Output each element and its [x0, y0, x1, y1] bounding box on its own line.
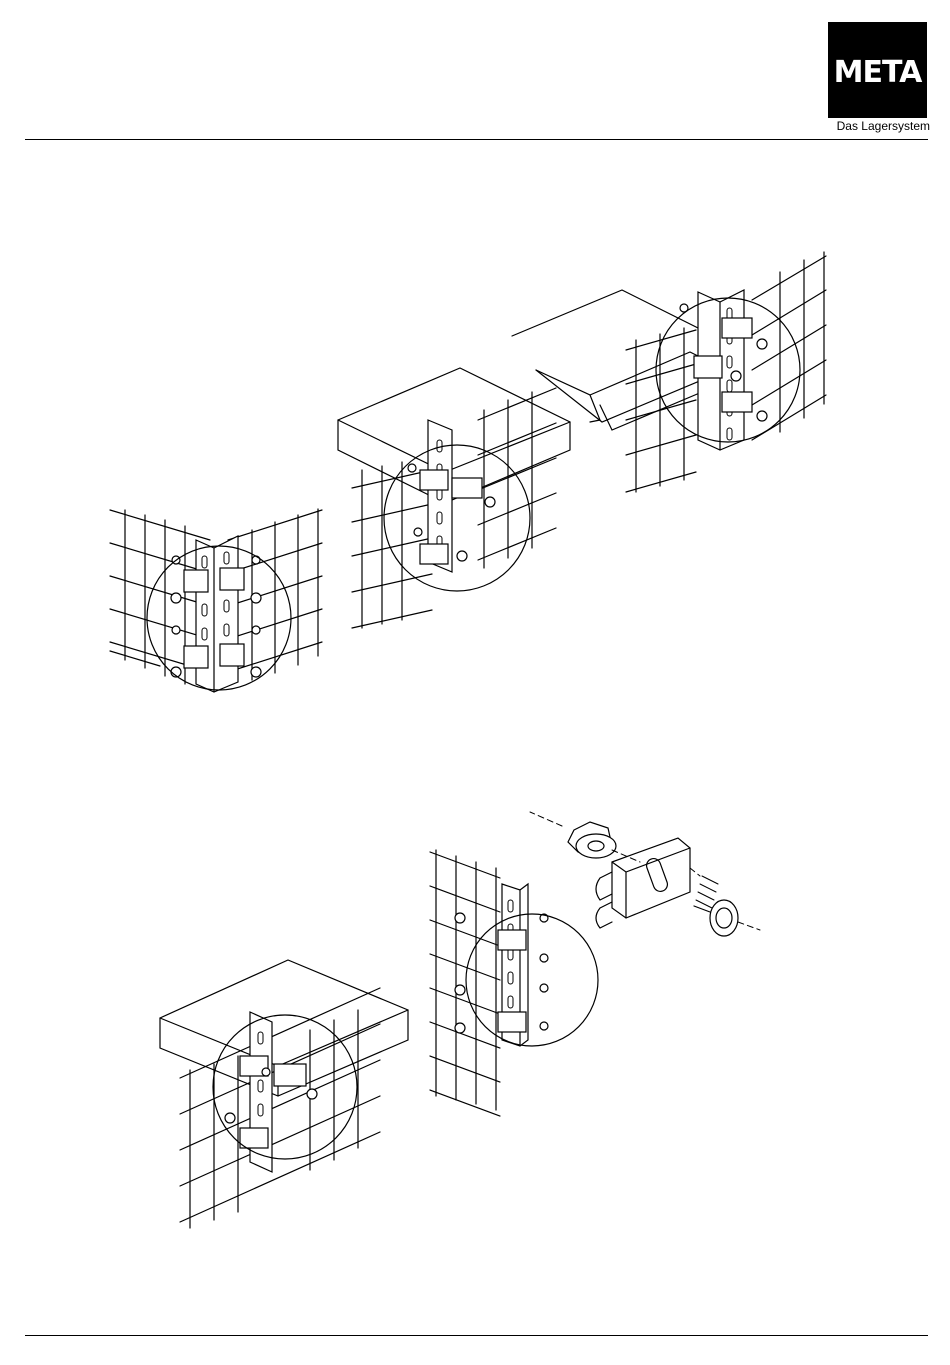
shelf-end-post-mesh-assembly	[160, 960, 408, 1228]
side-post-mesh-assembly	[430, 850, 598, 1116]
clip-nut-screw-exploded-detail	[530, 812, 760, 936]
shelf-post-mesh-assembly	[338, 368, 570, 628]
corner-post-mesh-assembly	[110, 509, 322, 692]
rear-post-mesh-assembly	[512, 252, 826, 492]
